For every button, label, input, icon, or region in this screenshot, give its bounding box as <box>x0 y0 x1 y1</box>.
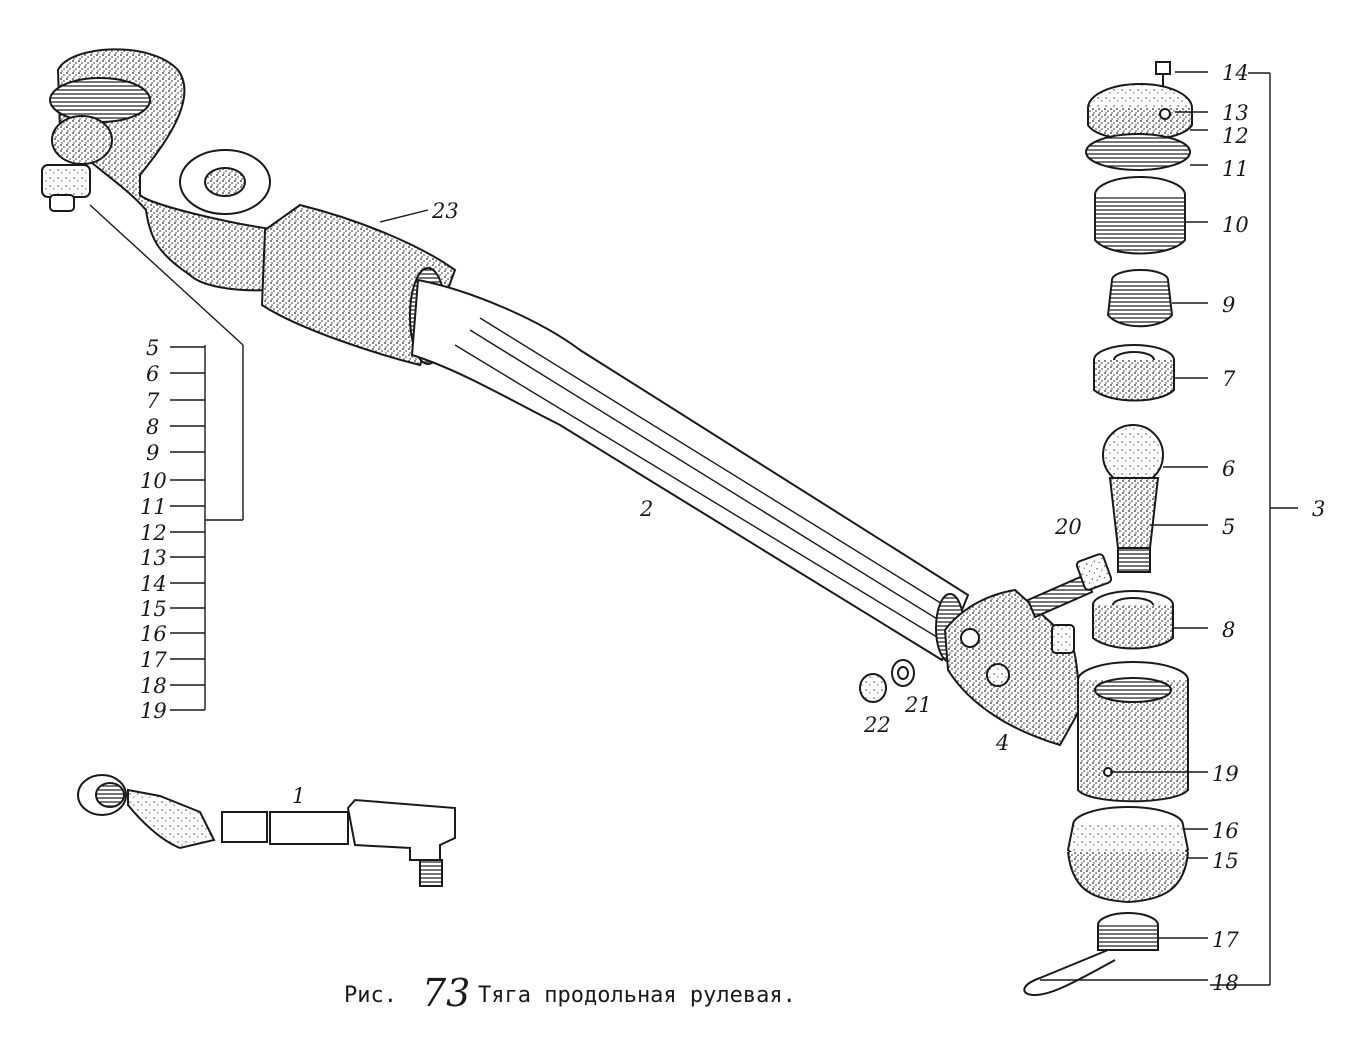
callout-19: 19 <box>1212 762 1239 786</box>
group-bracket <box>1210 72 1298 986</box>
callout-14: 14 <box>1222 61 1249 85</box>
caption-number: 73 <box>422 971 470 1015</box>
list-13: 13 <box>140 546 167 570</box>
list-7: 7 <box>146 389 160 413</box>
callout-13: 13 <box>1222 101 1249 125</box>
callout-23: 23 <box>431 199 459 223</box>
callout-22: 22 <box>863 713 891 737</box>
list-15: 15 <box>140 597 167 621</box>
callout-7: 7 <box>1222 367 1236 391</box>
list-17: 17 <box>140 648 167 672</box>
nut-22 <box>859 673 887 703</box>
assembly-sketch-1 <box>77 774 456 887</box>
socket-housing <box>1077 661 1189 803</box>
list-12: 12 <box>140 521 167 545</box>
callout-12: 12 <box>1222 124 1249 148</box>
list-18: 18 <box>140 674 167 698</box>
callout-16: 16 <box>1212 819 1239 843</box>
list-11: 11 <box>140 495 167 519</box>
exploded-parts <box>1023 61 1193 997</box>
right-callouts: 14 13 12 11 10 9 7 6 5 8 19 16 15 17 18 … <box>1212 61 1325 995</box>
callout-4: 4 <box>995 731 1009 755</box>
list-6: 6 <box>146 362 159 386</box>
list-14: 14 <box>140 572 167 596</box>
callout-2: 2 <box>639 497 653 521</box>
list-16: 16 <box>140 622 167 646</box>
leader-lines <box>379 71 1208 981</box>
callout-5: 5 <box>1222 515 1235 539</box>
callout-15: 15 <box>1212 849 1239 873</box>
list-8: 8 <box>146 415 159 439</box>
callout-18: 18 <box>1212 971 1239 995</box>
callout-21: 21 <box>904 693 932 717</box>
rod-2 <box>410 278 970 662</box>
list-9: 9 <box>146 441 159 465</box>
callout-8: 8 <box>1222 618 1235 642</box>
left-callouts: 5 6 7 8 9 10 11 12 13 14 15 16 17 18 19 <box>140 336 205 723</box>
callout-9: 9 <box>1222 293 1235 317</box>
clamp-4 <box>943 588 1087 747</box>
bolt-20 <box>1026 553 1113 619</box>
left-tie-rod-end <box>41 48 295 292</box>
list-19: 19 <box>140 699 167 723</box>
callout-17: 17 <box>1212 928 1239 952</box>
callout-11: 11 <box>1222 157 1249 181</box>
caption-prefix: Рис. <box>344 983 397 1008</box>
callout-3: 3 <box>1312 497 1325 521</box>
list-5: 5 <box>146 336 159 360</box>
callout-10: 10 <box>1222 213 1249 237</box>
callout-1: 1 <box>292 784 305 808</box>
list-10: 10 <box>140 469 167 493</box>
left-list-bracket <box>89 204 244 710</box>
caption-title: Тяга продольная рулевая. <box>478 983 796 1008</box>
callout-6: 6 <box>1222 457 1235 481</box>
figure-caption: Рис. 73 Тяга продольная рулевая. <box>344 971 796 1015</box>
callout-20: 20 <box>1054 515 1082 539</box>
